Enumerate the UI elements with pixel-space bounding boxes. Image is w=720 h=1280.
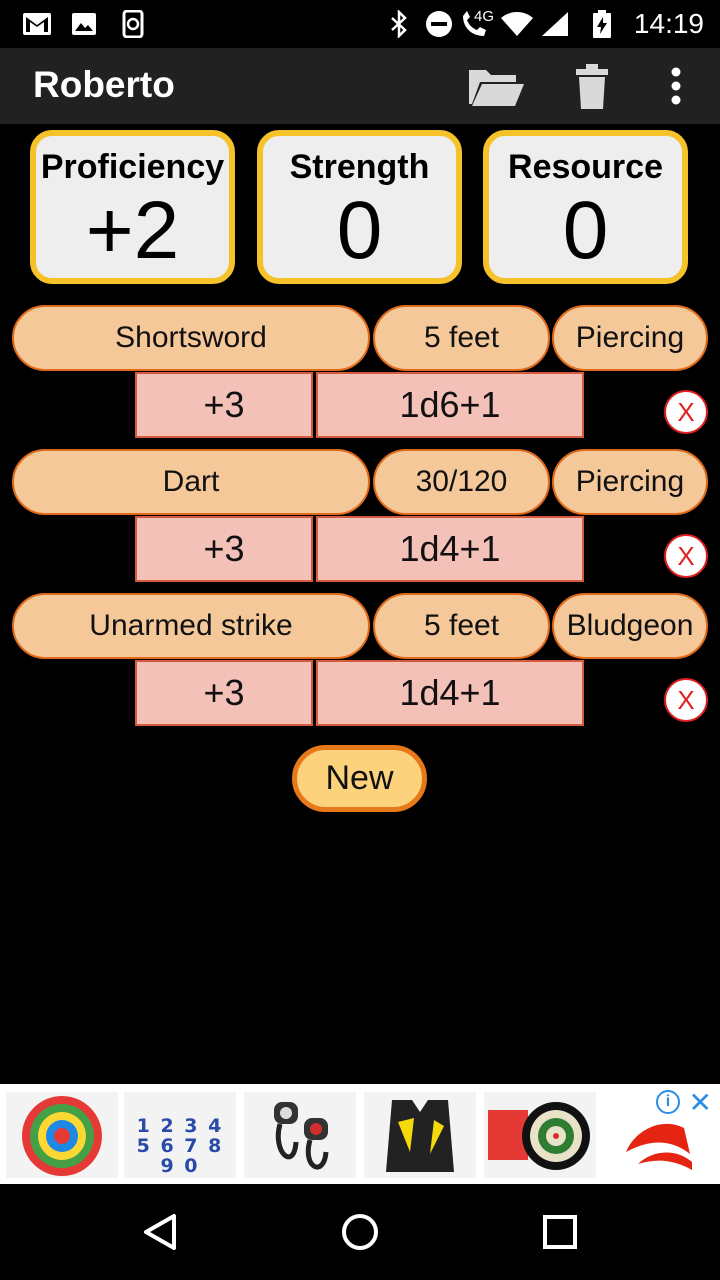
stat-proficiency[interactable]: Proficiency +2 [30,130,235,284]
stat-label: Proficiency [40,148,225,186]
app-bar: Roberto [0,48,720,124]
attack-bonus-field[interactable]: +3 [135,516,313,582]
dartboard-set-image[interactable] [484,1092,596,1178]
dartboard-toy-image[interactable] [6,1092,118,1178]
home-icon[interactable] [340,1212,380,1252]
stat-label: Strength [289,148,430,186]
recents-icon[interactable] [542,1212,578,1252]
attack-damage-field[interactable]: 1d4+1 [316,660,584,726]
stat-value: 0 [336,185,383,276]
attack-damage-field[interactable]: 1d4+1 [316,516,584,582]
signal-icon [542,12,568,36]
ad-banner[interactable]: 1 2 3 4 5 6 7 8 9 0 [0,1084,720,1184]
battery-charging-icon [593,10,611,38]
attack-range-field[interactable]: 30/120 [373,449,550,515]
bluetooth-icon [391,10,407,38]
brand-logo-image[interactable] [604,1092,716,1178]
wifi-calling-icon [463,11,486,36]
stat-strength[interactable]: Strength 0 [257,130,462,284]
back-icon[interactable] [140,1212,180,1252]
attack-type-field[interactable]: Piercing [552,305,708,371]
stat-value: +2 [85,185,180,276]
attack-range-field[interactable]: 5 feet [373,305,550,371]
attack-type-field[interactable]: Bludgeon [552,593,708,659]
bike-lights-image[interactable] [244,1092,356,1178]
more-vert-icon[interactable] [668,62,684,110]
stat-resource[interactable]: Resource 0 [483,130,688,284]
attack-name-field[interactable]: Dart [12,449,370,515]
attack-range-field[interactable]: 5 feet [373,593,550,659]
sync-phone-icon [122,10,144,38]
ad-info-icon[interactable]: i [656,1090,680,1114]
folder-open-icon[interactable] [466,62,526,110]
ad-close-icon[interactable]: ✕ [688,1087,712,1118]
attack-name-field[interactable]: Shortsword [12,305,370,371]
number-magnets-image[interactable]: 1 2 3 4 5 6 7 8 9 0 [124,1092,236,1178]
delete-attack-button[interactable]: X [664,534,708,578]
attack-bonus-field[interactable]: +3 [135,660,313,726]
attack-type-field[interactable]: Piercing [552,449,708,515]
status-time: 14:19 [633,8,704,39]
ad-numbers: 1 2 3 4 5 6 7 8 9 0 [136,1115,224,1177]
stat-value: 0 [562,185,609,276]
image-icon [72,13,96,35]
delete-attack-button[interactable]: X [664,678,708,722]
status-bar: 4G 14:19 [0,0,720,48]
gmail-icon [23,13,51,35]
attack-bonus-field[interactable]: +3 [135,372,313,438]
delete-attack-button[interactable]: X [664,390,708,434]
attack-damage-field[interactable]: 1d6+1 [316,372,584,438]
wifi-icon [501,12,533,36]
stat-label: Resource [508,148,663,186]
trash-icon[interactable] [574,62,610,112]
do-not-disturb-icon [426,11,452,37]
app-title: Roberto [33,64,175,105]
navigation-bar [0,1184,720,1280]
attack-name-field[interactable]: Unarmed strike [12,593,370,659]
new-attack-button[interactable]: New [292,745,427,812]
network-type: 4G [474,8,495,25]
life-vest-image[interactable] [364,1092,476,1178]
